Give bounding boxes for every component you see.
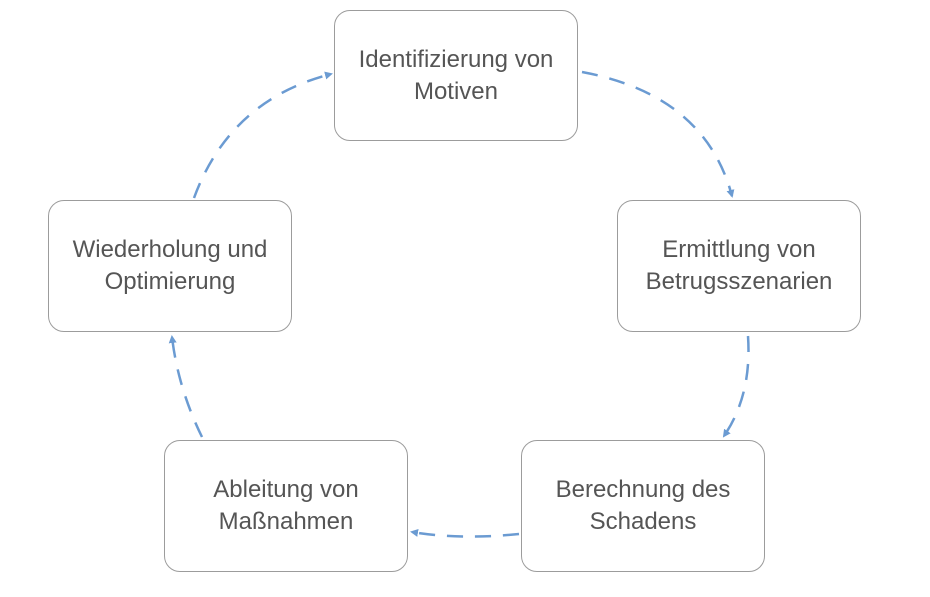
node-wiederholung-und-optimierung: Wiederholung und Optimierung bbox=[48, 200, 292, 332]
node-label-line1: Identifizierung von bbox=[358, 45, 554, 73]
node-ableitung-von-massnahmen: Ableitung von Maßnahmen bbox=[164, 440, 408, 572]
node-ermittlung-von-betrugsszenarien: Ermittlung von Betrugsszenarien bbox=[617, 200, 861, 332]
node-label-line1: Ableitung von bbox=[213, 476, 359, 503]
node-identifizierung-von-motiven: Identifizierung von Motiven bbox=[334, 10, 578, 141]
node-label-line1: Berechnung des bbox=[555, 476, 731, 503]
node-label-line1: Wiederholung und bbox=[72, 236, 268, 263]
arrow-motiven-to-szenarien bbox=[581, 70, 735, 198]
arrow-massnahmen-to-optimierung bbox=[168, 335, 204, 438]
node-label-line2: Motiven bbox=[413, 77, 499, 105]
node-label-line1: Ermittlung von bbox=[662, 236, 816, 263]
arrow-optimierung-to-motiven bbox=[192, 71, 333, 199]
node-label-line2: Maßnahmen bbox=[218, 508, 354, 535]
arrow-schaden-to-massnahmen bbox=[410, 529, 520, 538]
node-label-line2: Betrugsszenarien bbox=[645, 268, 833, 295]
node-label-line2: Optimierung bbox=[104, 268, 236, 295]
node-label-line2: Schadens bbox=[589, 508, 697, 535]
node-berechnung-des-schadens: Berechnung des Schadens bbox=[521, 440, 765, 572]
arrow-szenarien-to-schaden bbox=[722, 335, 750, 438]
